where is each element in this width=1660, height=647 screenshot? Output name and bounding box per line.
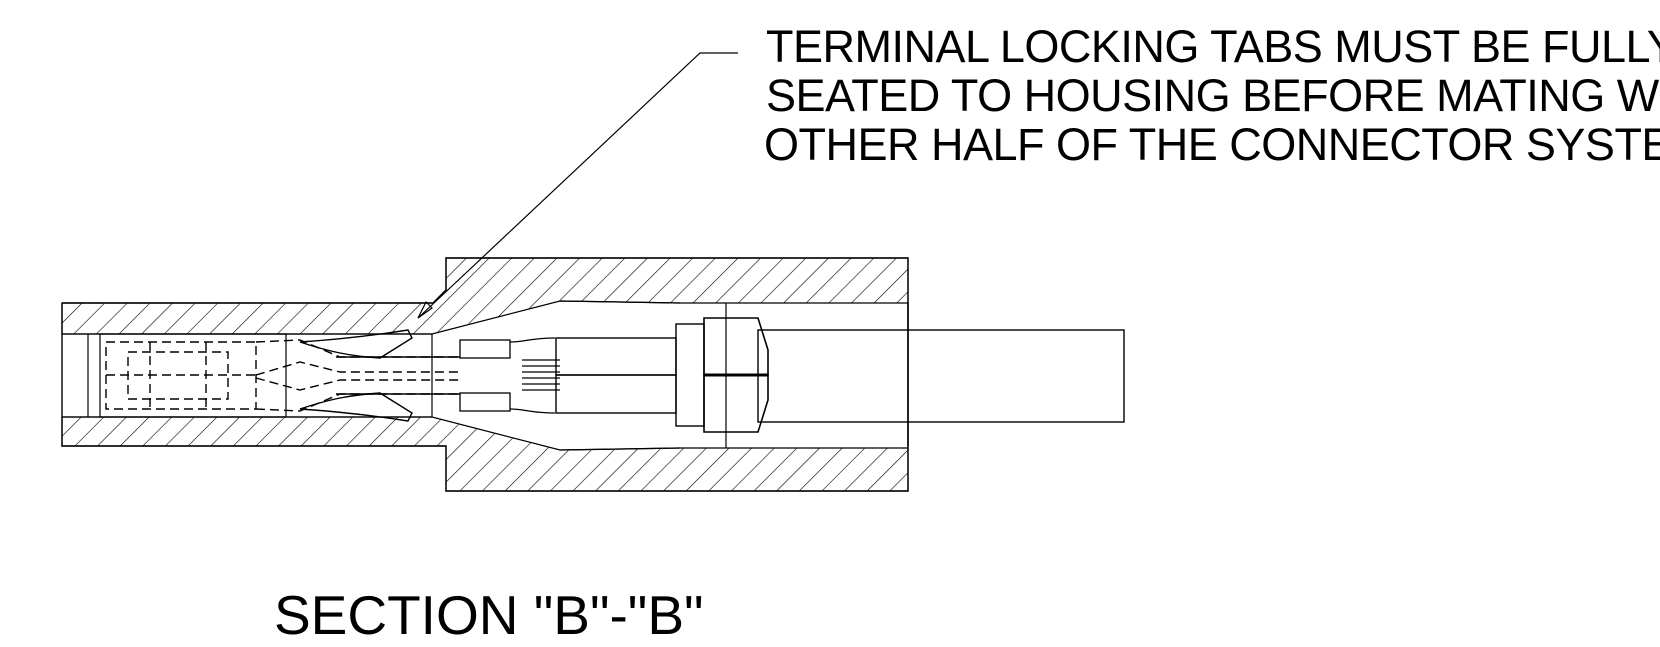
wire-insulation bbox=[555, 323, 705, 427]
wire-crimp bbox=[459, 337, 560, 414]
housing-cavity bbox=[62, 300, 909, 451]
callout-note-line: SEATED TO HOUSING BEFORE MATING WITH bbox=[766, 70, 1660, 121]
callout-note-line: OTHER HALF OF THE CONNECTOR SYSTEM. bbox=[764, 119, 1660, 170]
terminal-locking-tab bbox=[299, 329, 460, 422]
callout-note-line: TERMINAL LOCKING TABS MUST BE FULLY bbox=[766, 21, 1660, 72]
housing-hatched-wall bbox=[61, 257, 909, 492]
cable bbox=[757, 329, 1125, 423]
callout-note: TERMINAL LOCKING TABS MUST BE FULLY SEAT… bbox=[764, 21, 1660, 170]
section-title: SECTION "B"-"B" bbox=[274, 584, 704, 646]
terminal-contact bbox=[105, 339, 460, 412]
